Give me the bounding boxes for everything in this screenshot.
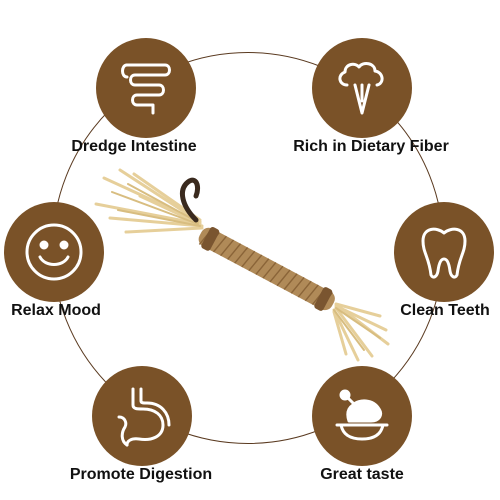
feature-badge-teeth [394, 202, 494, 302]
feature-label: Great taste [320, 466, 404, 483]
feature-label: Rich in Dietary Fiber [293, 138, 449, 155]
intestine-icon [121, 63, 171, 115]
feature-label: Clean Teeth [400, 302, 490, 319]
feature-badge-digestion [92, 366, 192, 466]
stomach-icon [117, 387, 171, 447]
feature-badge-intestine [96, 38, 196, 138]
feature-label: Promote Digestion [69, 466, 213, 483]
feature-label: Relax Mood [11, 302, 101, 319]
roast-chicken-icon [335, 389, 389, 441]
tooth-icon [421, 227, 467, 279]
smiley-icon [25, 223, 83, 281]
feature-badge-taste [312, 366, 412, 466]
feature-label: Dredge Intestine [71, 138, 197, 155]
broccoli-icon [338, 62, 384, 115]
feature-badge-fiber [312, 38, 412, 138]
feature-badge-mood [4, 202, 104, 302]
